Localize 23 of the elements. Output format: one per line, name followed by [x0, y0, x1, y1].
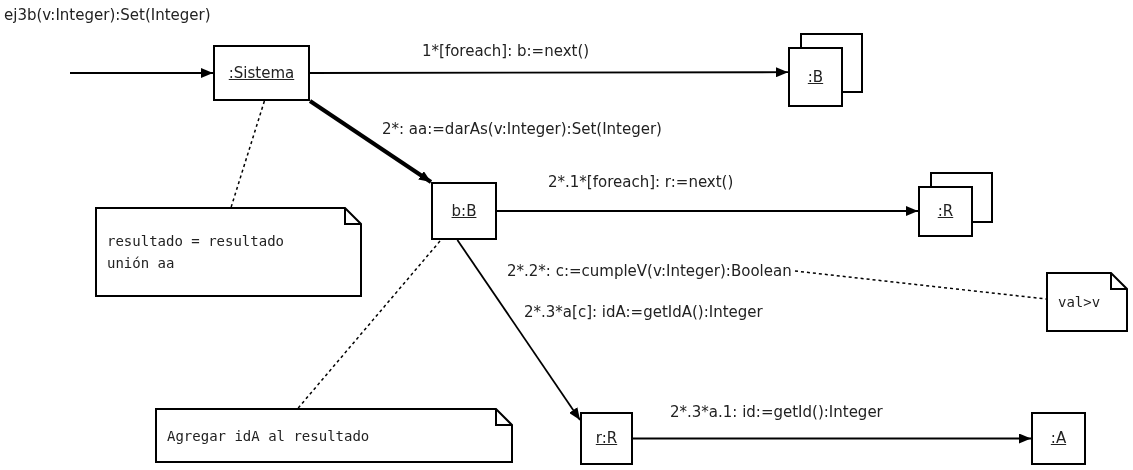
edge-label: 2*.3*a.1: id:=getId():Integer [669, 402, 884, 423]
edge-label: 2*.1*[foreach]: r:=next() [547, 172, 735, 193]
object-box: :Sistema [213, 45, 310, 101]
message-arrow [69, 68, 214, 78]
message-arrow [456, 239, 581, 421]
edge-label: 2*.3*a[c]: idA:=getIdA():Integer [523, 302, 764, 323]
edge-label: 1*[foreach]: b:=next() [421, 41, 591, 62]
note-box: val>v [1046, 272, 1128, 332]
object-box: b:B [431, 182, 497, 240]
edge-label: 2*: aa:=darAs(v:Integer):Set(Integer) [381, 119, 663, 140]
object-box: r:R [580, 412, 633, 465]
message-arrow [309, 67, 789, 78]
diagram-title: ej3b(v:Integer):Set(Integer) [4, 5, 211, 26]
note-link [297, 239, 442, 409]
note-box: Agregar idA al resultado [155, 408, 513, 463]
note-link [794, 270, 1047, 300]
message-arrow [632, 433, 1032, 444]
object-box: :A [1031, 412, 1086, 465]
message-label: 2*.2*: c:=cumpleV(v:Integer):Boolean [507, 260, 795, 282]
message-arrow [308, 99, 433, 184]
note-box: resultado = resultado unión aa [95, 207, 362, 297]
message-arrow [496, 206, 919, 216]
note-link [230, 100, 266, 208]
